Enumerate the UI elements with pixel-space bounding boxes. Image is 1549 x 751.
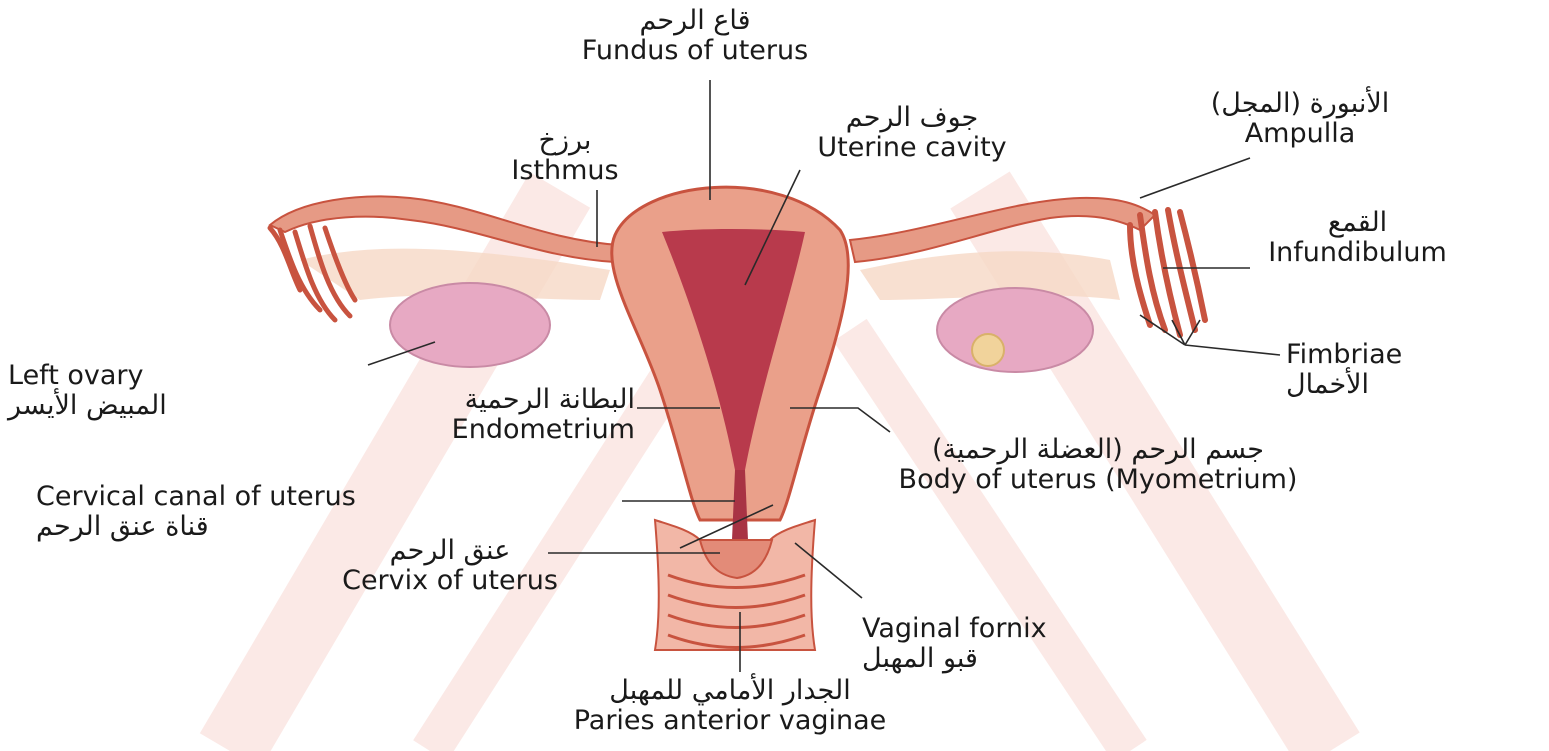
label-ampulla-ar: الأنبورة (المجل) <box>1210 89 1390 119</box>
label-isthmus: برزخ Isthmus <box>495 126 635 186</box>
leader-ampulla <box>1140 158 1250 198</box>
label-body-of-uterus: جسم الرحم (العضلة الرحمية) Body of uteru… <box>858 435 1338 495</box>
label-fundus-ar: قاع الرحم <box>560 6 830 36</box>
label-cervical-canal-en: Cervical canal of uterus <box>36 482 626 512</box>
label-cervical-canal: Cervical canal of uterus قناة عنق الرحم <box>36 482 626 542</box>
label-fimbriae-ar: الأخمال <box>1286 369 1369 400</box>
label-cervix: عنق الرحم Cervix of uterus <box>315 536 585 596</box>
label-fimbriae: Fimbriae الأخمال <box>1286 340 1544 400</box>
label-endometrium-ar: البطانة الرحمية <box>405 385 635 415</box>
label-infundibulum-ar: القمع <box>1250 208 1465 238</box>
label-endometrium-en: Endometrium <box>405 415 635 445</box>
left-ovary-shape <box>390 283 550 367</box>
label-ampulla: الأنبورة (المجل) Ampulla <box>1210 89 1390 149</box>
label-fundus-en: Fundus of uterus <box>560 36 830 66</box>
label-body-ar: جسم الرحم (العضلة الرحمية) <box>858 435 1338 465</box>
label-left-ovary: Left ovary المبيض الأيسر <box>8 361 368 421</box>
label-ampulla-en: Ampulla <box>1210 119 1390 149</box>
label-cervix-en: Cervix of uterus <box>315 566 585 596</box>
label-isthmus-en: Isthmus <box>495 156 635 186</box>
label-fundus: قاع الرحم Fundus of uterus <box>560 6 830 66</box>
label-left-ovary-ar: المبيض الأيسر <box>8 390 167 421</box>
right-ovary-shape <box>937 288 1093 372</box>
label-paries-ar: الجدار الأمامي للمهبل <box>530 676 930 706</box>
label-paries-anterior: الجدار الأمامي للمهبل Paries anterior va… <box>530 676 930 736</box>
label-endometrium: البطانة الرحمية Endometrium <box>405 385 635 445</box>
label-isthmus-ar: برزخ <box>495 126 635 156</box>
uterus-body <box>612 187 849 540</box>
label-vaginal-fornix-en: Vaginal fornix <box>862 614 1242 644</box>
label-uterine-cavity-en: Uterine cavity <box>796 133 1028 163</box>
label-left-ovary-en: Left ovary <box>8 361 368 391</box>
label-cervix-ar: عنق الرحم <box>315 536 585 566</box>
label-vaginal-fornix: Vaginal fornix قبو المهبل <box>862 614 1242 674</box>
vagina <box>655 520 815 650</box>
label-infundibulum: القمع Infundibulum <box>1250 208 1465 268</box>
label-fimbriae-en: Fimbriae <box>1286 340 1544 370</box>
label-body-en: Body of uterus (Myometrium) <box>858 465 1338 495</box>
label-uterine-cavity-ar: جوف الرحم <box>796 103 1028 133</box>
label-paries-en: Paries anterior vaginae <box>530 706 930 736</box>
label-infundibulum-en: Infundibulum <box>1250 238 1465 268</box>
label-vaginal-fornix-ar: قبو المهبل <box>862 643 978 674</box>
label-cervical-canal-ar: قناة عنق الرحم <box>36 511 209 542</box>
label-uterine-cavity: جوف الرحم Uterine cavity <box>796 103 1028 163</box>
